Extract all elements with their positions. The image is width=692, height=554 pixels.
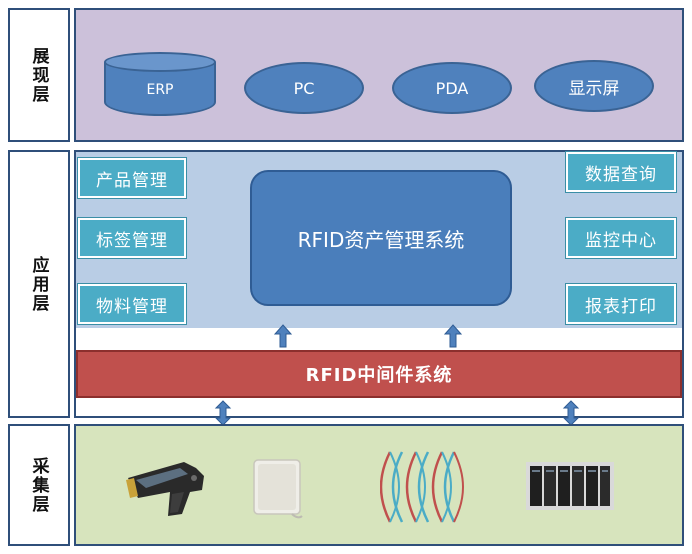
- tag-management-module: 标签管理: [77, 217, 187, 259]
- pc-label: PC: [293, 78, 315, 98]
- product-management-label: 产品管理: [96, 170, 168, 191]
- antenna-panel-icon: [253, 459, 303, 519]
- report-print-label: 报表打印: [585, 296, 657, 317]
- material-management-label: 物料管理: [96, 296, 168, 317]
- display-screen-node: 显示屏: [534, 60, 654, 112]
- arrow-up-left: [274, 324, 292, 348]
- application-layer-label: 应用层: [8, 150, 70, 418]
- erp-cylinder: ERP: [104, 52, 216, 116]
- data-query-label: 数据查询: [585, 164, 657, 185]
- rfid-asset-management-label: RFID资产管理系统: [297, 227, 465, 252]
- handheld-reader-icon: [126, 462, 204, 516]
- report-print-module: 报表打印: [565, 283, 677, 325]
- pda-label: PDA: [435, 78, 469, 98]
- monitor-center-label: 监控中心: [585, 230, 657, 251]
- rf-signal-icon: [380, 451, 464, 523]
- pc-node: PC: [244, 62, 364, 114]
- rfid-middleware-system: RFID中间件系统: [76, 350, 682, 398]
- erp-cylinder-top: [104, 52, 216, 72]
- rfid-asset-management-system: RFID资产管理系统: [250, 170, 512, 306]
- pda-node: PDA: [392, 62, 512, 114]
- material-management-module: 物料管理: [77, 283, 187, 325]
- display-layer-label: 展现层: [8, 8, 70, 142]
- display-screen-label: 显示屏: [568, 78, 620, 99]
- product-management-module: 产品管理: [77, 157, 187, 199]
- rfid-middleware-label: RFID中间件系统: [305, 365, 453, 386]
- display-layer-label-text: 展现层: [28, 46, 49, 104]
- data-query-module: 数据查询: [565, 151, 677, 193]
- monitor-center-module: 监控中心: [565, 217, 677, 259]
- server-rack-icon: [526, 462, 614, 510]
- collection-layer-label: 采集层: [8, 424, 70, 546]
- tag-management-label: 标签管理: [96, 230, 168, 251]
- collection-layer-label-text: 采集层: [28, 456, 49, 514]
- erp-label: ERP: [146, 82, 174, 98]
- application-layer-label-text: 应用层: [28, 255, 49, 313]
- arrow-bidirectional-right: [562, 400, 580, 426]
- arrow-bidirectional-left: [214, 400, 232, 426]
- arrow-up-right: [444, 324, 462, 348]
